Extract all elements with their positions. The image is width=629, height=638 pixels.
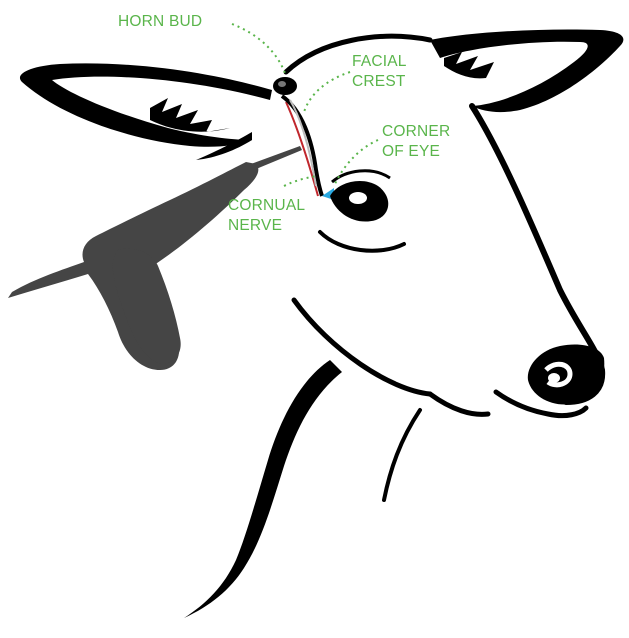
under-eye-curve [320, 232, 404, 251]
label-horn-bud-text: HORN BUD [118, 12, 202, 32]
leader-horn-bud [232, 24, 286, 76]
nostril-dark [548, 373, 560, 383]
label-facial-crest: FACIAL CREST [352, 52, 407, 92]
leader-corner-of-eye [334, 140, 378, 186]
label-facial-crest-line2: CREST [352, 72, 407, 92]
horn-bud [273, 77, 297, 95]
syringe-hand [113, 249, 181, 364]
label-corner-of-eye-line1: CORNER [382, 122, 450, 142]
label-cornual-nerve-line2: NERVE [228, 216, 305, 236]
label-corner-of-eye-line2: OF EYE [382, 142, 450, 162]
label-cornual-nerve-line1: CORNUAL [228, 196, 305, 216]
label-facial-crest-line1: FACIAL [352, 52, 407, 72]
eye-highlight [349, 192, 367, 204]
right-ear-fur [444, 52, 494, 78]
label-corner-of-eye: CORNER OF EYE [382, 122, 450, 162]
horn-bud-highlight [278, 81, 286, 87]
label-cornual-nerve: CORNUAL NERVE [228, 196, 305, 236]
neck-front [384, 410, 420, 500]
leader-facial-crest [304, 72, 350, 112]
leader-cornual-nerve [284, 176, 316, 186]
chin-line [430, 394, 488, 414]
left-ear [20, 63, 272, 146]
neck-outline [184, 360, 342, 618]
label-horn-bud: HORN BUD [118, 12, 202, 32]
